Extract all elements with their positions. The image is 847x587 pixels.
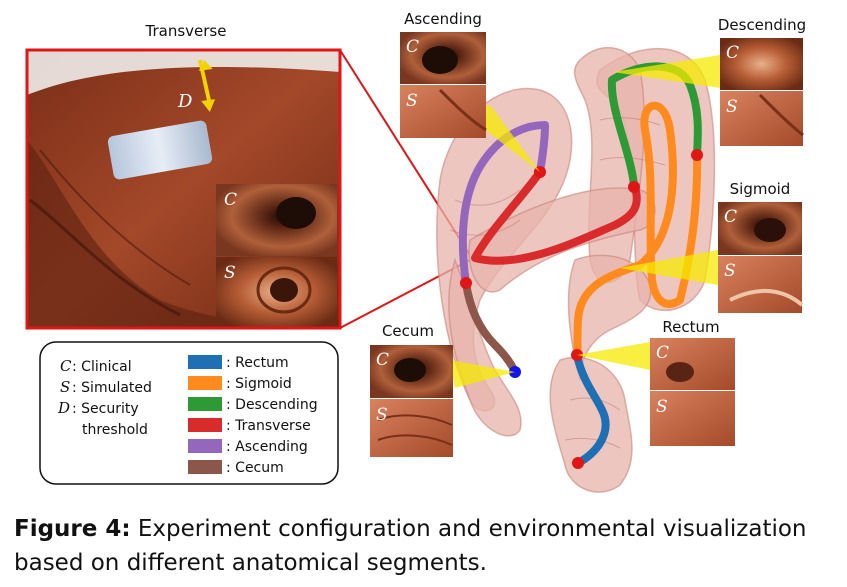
sigmoid-panel: C S [718, 202, 804, 313]
trajectory-transverse [471, 168, 641, 265]
threshold-symbol: D [177, 91, 193, 112]
trajectory-rectum [573, 351, 610, 466]
legend-symbol-entry: S : Simulated [60, 378, 152, 396]
transverse-clinical-letter: C [224, 190, 237, 210]
svg-text:: Cecum: : Cecum [226, 460, 284, 476]
svg-text:C: C [60, 357, 72, 375]
svg-text:: Sigmoid: : Sigmoid [226, 376, 292, 392]
svg-text:threshold: threshold [82, 422, 148, 438]
legend-swatch-ascending [188, 439, 222, 453]
legend-symbol-entry: D : Security [57, 399, 139, 417]
svg-text:: Transverse: : Transverse [226, 418, 311, 434]
sigmoid-clinical-letter: C [724, 207, 737, 227]
legend-swatch-sigmoid [188, 376, 222, 390]
panel-title-sigmoid: Sigmoid [730, 180, 791, 198]
transverse-inset: D C S [25, 48, 342, 330]
legend-segment-entry: : Sigmoid [188, 376, 292, 392]
trajectory-ascending [458, 121, 549, 287]
trajectory [458, 62, 702, 466]
rectum-simulated-letter: S [656, 397, 668, 417]
svg-text:S: S [60, 378, 70, 396]
panel-title-ascending: Ascending [404, 10, 482, 28]
panel-title-transverse: Transverse [145, 22, 227, 40]
svg-text:: Security: : Security [72, 401, 139, 417]
rectum-clinical-letter: C [656, 343, 669, 363]
legend-segment-entry: : Transverse [188, 418, 311, 434]
descending-clinical-letter: C [726, 43, 739, 63]
legend-swatch-descending [188, 397, 222, 411]
figure-caption: Figure 4: Experiment configuration and e… [14, 512, 834, 580]
legend: C : Clinical S : Simulated D : Security … [39, 341, 339, 485]
svg-text:: Rectum: : Rectum [226, 355, 289, 371]
legend-segment-entry: : Descending [188, 397, 318, 413]
svg-text:: Descending: : Descending [226, 397, 318, 413]
svg-text:: Ascending: : Ascending [226, 439, 308, 455]
sigmoid-simulated-letter: S [724, 261, 736, 281]
trajectory-sigmoid [573, 101, 702, 359]
legend-swatch-rectum [188, 355, 222, 369]
legend-symbol-entry: C : Clinical [60, 357, 132, 375]
panel-title-rectum: Rectum [662, 318, 719, 336]
cecum-clinical-letter: C [376, 350, 389, 370]
endoscope-model [107, 120, 213, 180]
cecum-panel: C S [370, 345, 453, 457]
cecum-simulated-letter: S [376, 405, 388, 425]
transverse-clinical-image [216, 184, 337, 256]
transverse-simulated-letter: S [224, 263, 236, 283]
legend-symbol-entry: threshold [82, 422, 148, 438]
ascending-simulated-letter: S [406, 91, 418, 111]
caption-label: Figure 4: [14, 516, 131, 542]
panel-title-descending: Descending [718, 16, 806, 34]
legend-swatch-transverse [188, 418, 222, 432]
svg-text:: Clinical: : Clinical [72, 359, 132, 375]
descending-panel: C S [720, 38, 804, 146]
caption-text: Experiment configuration and environment… [14, 516, 807, 576]
trajectory-cecum [462, 279, 519, 376]
legend-segment-entry: : Rectum [188, 355, 289, 371]
legend-segment-entry: : Ascending [188, 439, 308, 455]
legend-segment-entry: : Cecum [188, 460, 284, 476]
svg-text:D: D [57, 399, 70, 417]
ascending-clinical-letter: C [406, 37, 419, 57]
descending-simulated-letter: S [726, 97, 738, 117]
svg-text:: Simulated: : Simulated [72, 380, 152, 396]
panel-title-cecum: Cecum [382, 322, 434, 340]
ascending-panel: C S [400, 32, 487, 138]
segment-boundaries [460, 149, 703, 469]
legend-swatch-cecum [188, 460, 222, 474]
rectum-panel: C S [650, 338, 735, 446]
